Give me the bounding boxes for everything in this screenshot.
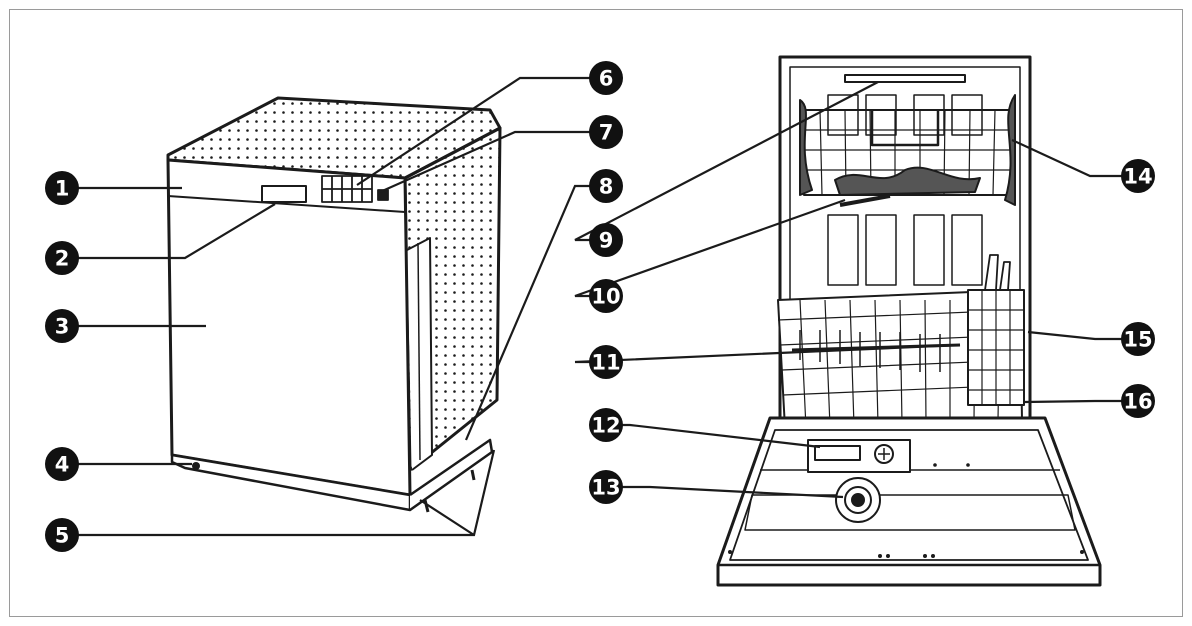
callout-number: 11 bbox=[591, 351, 620, 375]
callout-number: 13 bbox=[591, 476, 620, 500]
callout-number: 7 bbox=[599, 121, 614, 145]
callout-number: 6 bbox=[599, 67, 614, 91]
callout-circle bbox=[589, 470, 623, 504]
leader-5 bbox=[78, 449, 496, 537]
door-handle bbox=[261, 185, 307, 203]
callout-3: 3 bbox=[45, 309, 79, 343]
callout-circle bbox=[589, 169, 623, 203]
callout-12: 12 bbox=[589, 408, 623, 442]
filter bbox=[835, 477, 881, 523]
callout-circle bbox=[589, 115, 623, 149]
tub-back-panel bbox=[827, 94, 983, 286]
callout-5: 5 bbox=[45, 518, 79, 552]
leader-9 bbox=[574, 81, 879, 242]
callout-number: 4 bbox=[55, 453, 70, 477]
callout-8: 8 bbox=[589, 169, 623, 203]
leader-16 bbox=[1024, 399, 1122, 404]
callout-7: 7 bbox=[589, 115, 623, 149]
leader-10 bbox=[574, 198, 846, 298]
callout-circle bbox=[589, 61, 623, 95]
callout-number: 2 bbox=[55, 247, 70, 271]
callout-number: 8 bbox=[599, 175, 614, 199]
callout-circle bbox=[45, 447, 79, 481]
callout-11: 11 bbox=[589, 345, 623, 379]
leader-11 bbox=[574, 343, 961, 364]
leader-6 bbox=[356, 76, 590, 186]
leader-lines bbox=[78, 76, 1122, 537]
toe-kick bbox=[170, 453, 412, 512]
callout-10: 10 bbox=[589, 279, 623, 313]
callout-circle bbox=[1121, 322, 1155, 356]
leader-8 bbox=[464, 184, 590, 441]
callout-4: 4 bbox=[45, 447, 79, 481]
callout-1: 1 bbox=[45, 171, 79, 205]
callout-circle bbox=[589, 223, 623, 257]
upper-rack bbox=[799, 94, 1016, 206]
upper-spray-arm bbox=[844, 74, 966, 83]
callout-number: 1 bbox=[55, 177, 70, 201]
callout-number: 3 bbox=[55, 315, 70, 339]
middle-spray-arm bbox=[839, 194, 891, 207]
leader-15 bbox=[1027, 330, 1122, 341]
leader-14 bbox=[1011, 139, 1122, 178]
callout-circle bbox=[1121, 159, 1155, 193]
callout-number: 15 bbox=[1123, 328, 1152, 352]
callout-circle bbox=[45, 309, 79, 343]
callout-number: 14 bbox=[1123, 165, 1152, 189]
leader-7 bbox=[379, 130, 590, 194]
callout-number: 9 bbox=[599, 229, 614, 253]
callout-circle bbox=[45, 241, 79, 275]
callout-circle bbox=[45, 171, 79, 205]
control-panel bbox=[321, 175, 389, 203]
callout-14: 14 bbox=[1121, 159, 1155, 193]
closed-dishwasher bbox=[166, 96, 502, 513]
callout-number: 5 bbox=[55, 524, 70, 548]
callout-15: 15 bbox=[1121, 322, 1155, 356]
leveling-leg bbox=[192, 462, 200, 470]
callout-16: 16 bbox=[1121, 384, 1155, 418]
detergent-dispenser bbox=[807, 439, 911, 473]
callout-circle bbox=[589, 279, 623, 313]
open-dishwasher bbox=[716, 55, 1102, 587]
callout-number: 10 bbox=[591, 285, 620, 309]
callout-circle bbox=[589, 345, 623, 379]
leader-2 bbox=[78, 203, 276, 260]
callout-number: 12 bbox=[591, 414, 620, 438]
callout-number: 16 bbox=[1123, 390, 1152, 414]
callout-circle bbox=[589, 408, 623, 442]
callout-9: 9 bbox=[589, 223, 623, 257]
callout-13: 13 bbox=[589, 470, 623, 504]
callout-circle bbox=[45, 518, 79, 552]
diagram-frame bbox=[9, 9, 1183, 617]
silverware-basket bbox=[967, 254, 1025, 406]
callout-6: 6 bbox=[589, 61, 623, 95]
callout-2: 2 bbox=[45, 241, 79, 275]
callout-circle bbox=[1121, 384, 1155, 418]
